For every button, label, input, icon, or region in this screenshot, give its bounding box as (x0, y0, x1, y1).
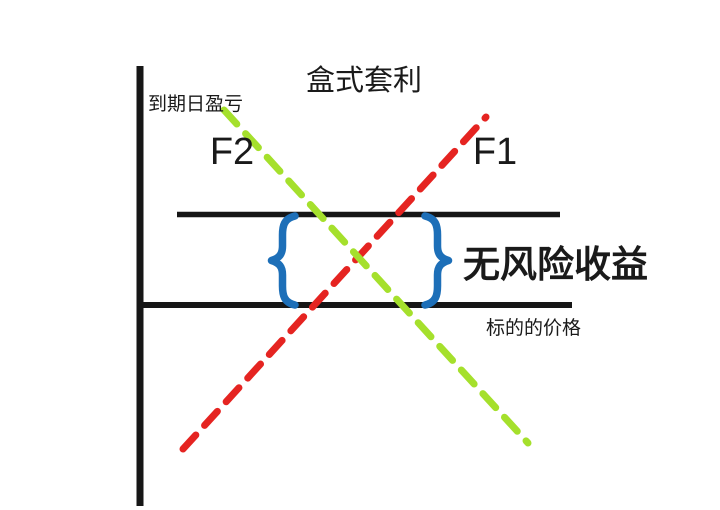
f2-label: F2 (210, 131, 254, 173)
y-axis-label: 到期日盈亏 (148, 93, 243, 115)
figure-title: 盒式套利 (306, 64, 422, 97)
f2-payoff-line (220, 106, 532, 447)
x-axis-label: 标的的价格 (486, 317, 581, 339)
left-brace (267, 212, 299, 309)
f1-label: F1 (473, 131, 517, 173)
f1-payoff-line (179, 113, 490, 453)
riskfree-return-label: 无风险收益 (463, 244, 648, 285)
right-brace (421, 212, 453, 309)
